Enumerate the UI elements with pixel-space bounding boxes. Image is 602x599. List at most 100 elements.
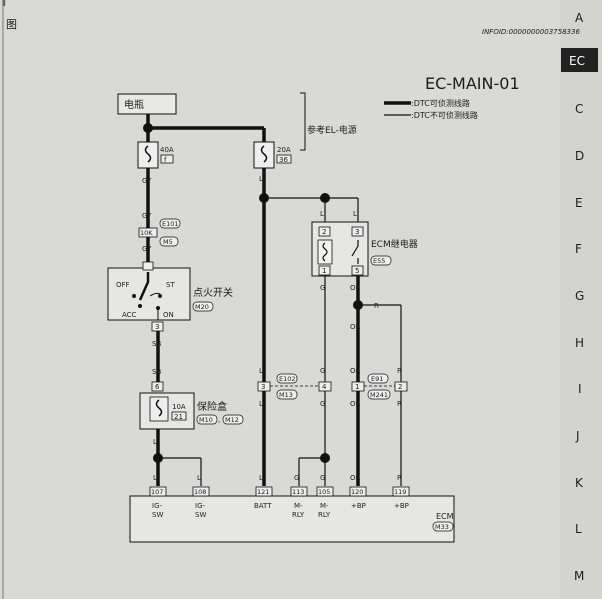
fuse-20a-number: 36 [279, 156, 288, 164]
ecm-pin-119: 119 +BP [392, 486, 410, 510]
ref-bracket [300, 92, 306, 151]
info-id: INFOID:0000000003758336 [482, 28, 580, 36]
fuse-box-label: 保险盒 [197, 400, 227, 413]
e102-pin-3: 3 [261, 383, 265, 391]
ecm-pin-105: 105 M- RLY [316, 486, 334, 519]
ecm-pin-108-label2: SW [195, 511, 206, 519]
wire-l-batt-lower: L [259, 400, 263, 408]
tab-h[interactable]: H [575, 336, 584, 350]
conn-m5: M5 [163, 238, 173, 246]
pin-10k: 10K [140, 229, 153, 237]
ecm-pin-107-num: 107 [151, 488, 163, 496]
ref-power-label: 参考EL-电源 [307, 124, 357, 136]
tab-m[interactable]: M [574, 569, 584, 583]
tab-ec-active[interactable] [561, 48, 598, 72]
wire-gy-1: GY [142, 177, 152, 185]
ign-off: OFF [116, 281, 130, 289]
tab-l[interactable]: L [575, 522, 582, 536]
left-mark: 图 [6, 18, 17, 31]
ign-acc: ACC [122, 311, 137, 319]
fusebox-pin-6: 6 [155, 383, 160, 391]
ecm-pin-108: 108 IG- SW [192, 486, 210, 519]
ecm-pin-108-num: 108 [194, 488, 206, 496]
ignition-switch: OFF ACC ST ON [107, 261, 191, 321]
fuse-box-conn1: M10 [199, 416, 213, 424]
side-tabs: A EC C D E F G H I J K L M [561, 11, 598, 583]
wire-l-108: L [197, 474, 201, 482]
wire-l-fuse20: L [259, 175, 263, 183]
ign-on: ON [163, 311, 174, 319]
fuse-40a-number: f [164, 156, 167, 164]
top-left-text: Ⅱ [2, 0, 6, 8]
tab-a[interactable]: A [575, 11, 584, 25]
wire-sb-1: SB [152, 340, 161, 348]
wire-r-lower: R [397, 400, 402, 408]
wire-g-105: G [320, 474, 325, 482]
wire-or-lower: OR [350, 400, 361, 408]
tab-e[interactable]: E [575, 196, 583, 210]
ecm-relay: 2 3 1 5 [311, 221, 369, 277]
fuse-40a-rating: 40A [160, 146, 174, 154]
ecm-pin-120: 120 +BP [349, 486, 367, 510]
wire-g-relay1: G [320, 284, 325, 292]
ecm-relay-conn: E55 [373, 257, 385, 265]
wire-gy-3: GY [142, 245, 152, 253]
wire-r-pin: R [397, 474, 402, 482]
ecm-label: ECM [436, 512, 454, 521]
relay-pin-1: 1 [322, 267, 326, 275]
ecm-pin-121-num: 121 [257, 488, 269, 496]
wire-or-relay5: OR [350, 284, 361, 292]
wire-g-lower: G [320, 400, 325, 408]
ecm-pin-107-label1: IG- [152, 502, 162, 510]
conn-e102: E102 [279, 375, 296, 383]
fuse-20a-rating: 20A [277, 146, 291, 154]
ecm-conn: M33 [435, 523, 449, 531]
connector-e91-m241: 1 2 E91 M241 [351, 373, 408, 400]
tab-j[interactable]: J [575, 429, 580, 443]
tab-i[interactable]: I [578, 382, 582, 396]
ecm-pin-113-num: 113 [292, 488, 304, 496]
fuse-10a-number: 21 [174, 413, 183, 421]
ecm-relay-label: ECM继电器 [371, 238, 418, 250]
wire-l-relay2: L [320, 210, 324, 218]
relay-pin-5: 5 [355, 267, 359, 275]
wire-l-batt-upper: L [259, 367, 263, 375]
fuse-box-conn2: M12 [225, 416, 239, 424]
legend-not-detectable: :DTC不可侦测线路 [411, 110, 478, 120]
ecm-pin-105-label1: M- [320, 502, 329, 510]
ecm-pin-121-label1: BATT [254, 502, 272, 510]
tab-g[interactable]: G [575, 289, 584, 303]
diagram-title: EC-MAIN-01 [425, 74, 520, 93]
wire-l-relay3: L [353, 210, 357, 218]
legend-detectable: :DTC可侦测线路 [411, 98, 470, 108]
tab-ec[interactable]: EC [569, 54, 585, 68]
relay-pin-2: 2 [322, 228, 326, 236]
tab-k[interactable]: K [575, 476, 584, 490]
wire-g-113: G [294, 474, 299, 482]
wire-l-batt-pin: L [259, 474, 263, 482]
e91-pin-1: 1 [355, 383, 359, 391]
wire-gy-2: GY [142, 212, 152, 220]
ecm-pin-119-label1: +BP [394, 502, 409, 510]
e91-pin-2: 2 [398, 383, 402, 391]
ecm-pin-113-label2: RLY [292, 511, 305, 519]
ecm-pin-113-label1: M- [294, 502, 303, 510]
fuse-box-sep: , [218, 416, 220, 424]
ecm-pin-120-label1: +BP [351, 502, 366, 510]
tab-f[interactable]: F [575, 242, 582, 256]
fuse-10a-rating: 10A [172, 403, 186, 411]
ign-switch-conn: M20 [195, 303, 209, 311]
ecm-pin-107-label2: SW [152, 511, 163, 519]
conn-e101: E101 [162, 220, 179, 228]
tab-d[interactable]: D [575, 149, 584, 163]
fuse-20a: 20A 36 [253, 141, 292, 169]
conn-m13: M13 [279, 391, 293, 399]
ecm-pin-119-num: 119 [394, 488, 406, 496]
wire-or-pin: OR [350, 474, 361, 482]
ecm-module: ECM M33 [129, 495, 455, 543]
battery: 电瓶 [117, 93, 177, 115]
wire-l-107: L [153, 474, 157, 482]
ecm-pin-107: 107 IG- SW [149, 486, 167, 519]
tab-c[interactable]: C [575, 102, 583, 116]
